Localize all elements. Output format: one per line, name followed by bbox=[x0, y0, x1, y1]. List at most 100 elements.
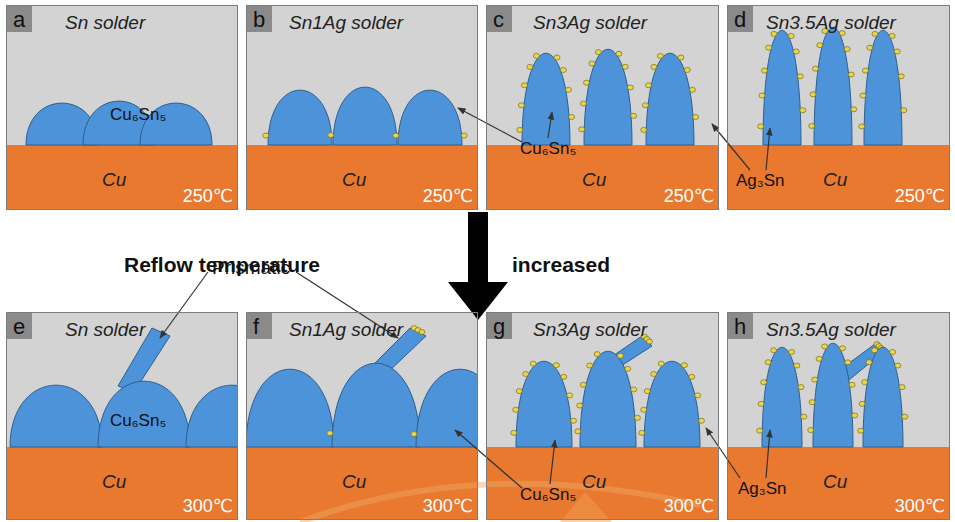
letter-tab bbox=[486, 312, 512, 339]
ag3sn-particle bbox=[644, 389, 650, 394]
ag3sn-particle bbox=[625, 366, 631, 371]
cu-substrate bbox=[246, 145, 478, 210]
substrate-label: Cu bbox=[102, 472, 126, 493]
cu6sn5-grain bbox=[398, 90, 462, 145]
letter-tab bbox=[246, 312, 272, 339]
panel-letter: a bbox=[13, 8, 25, 32]
ag3sn-particle bbox=[808, 428, 814, 433]
ag3sn-particle bbox=[594, 352, 600, 357]
ag3sn-particle bbox=[554, 55, 560, 60]
temperature-label: 250℃ bbox=[183, 187, 233, 207]
ag3sn-particle bbox=[771, 348, 777, 353]
ag3sn-particle bbox=[766, 45, 772, 50]
panel-letter: b bbox=[253, 8, 265, 32]
ag3sn-particle bbox=[419, 330, 425, 335]
ag3sn-particle bbox=[797, 74, 803, 79]
ag3sn-particle bbox=[895, 363, 901, 368]
leader-line bbox=[160, 272, 208, 338]
ag3sn-particle bbox=[516, 389, 522, 394]
ag3sn-particle bbox=[852, 413, 858, 418]
ag3sn-particle bbox=[761, 380, 767, 385]
process-arrow bbox=[448, 212, 508, 320]
ag3sn-particle bbox=[641, 127, 647, 132]
solder-ground bbox=[246, 5, 478, 210]
panel-title: Sn solder bbox=[65, 320, 145, 341]
solder-ground bbox=[6, 5, 238, 210]
ag3sn-particle bbox=[889, 33, 895, 38]
ag3sn-particle bbox=[521, 83, 527, 88]
ag3sn-particle bbox=[580, 382, 586, 387]
ag3sn-particle bbox=[577, 403, 583, 408]
panel-title: Sn3Ag solder bbox=[533, 320, 647, 341]
cu6sn5-grain bbox=[522, 53, 570, 145]
phase-label: Ag₃Sn bbox=[736, 172, 785, 191]
substrate-label: Cu bbox=[823, 170, 847, 191]
ag3sn-particle bbox=[651, 64, 657, 69]
letter-tab bbox=[727, 312, 753, 339]
ag3sn-particle bbox=[793, 49, 799, 54]
ag3sn-particle bbox=[579, 127, 585, 132]
ag3sn-particle bbox=[809, 123, 815, 128]
ag3sn-particle bbox=[533, 53, 539, 58]
cu6sn5-grain bbox=[333, 87, 397, 145]
leader-line bbox=[766, 430, 770, 478]
panel: fSn1Ag solderCu300℃ bbox=[246, 312, 478, 520]
ag3sn-particle bbox=[565, 87, 571, 92]
ag3sn-particle bbox=[527, 64, 533, 69]
ag3sn-particle bbox=[894, 49, 900, 54]
ag3sn-particle bbox=[862, 380, 868, 385]
ag3sn-particle bbox=[627, 85, 633, 90]
solder-ground bbox=[727, 312, 950, 520]
ag3sn-particle bbox=[567, 393, 573, 398]
ag3sn-particle bbox=[840, 346, 846, 351]
leader-line bbox=[458, 108, 522, 142]
ag3sn-particle bbox=[809, 400, 815, 405]
solder-ground bbox=[486, 5, 719, 210]
cu6sn5-grain bbox=[763, 30, 801, 145]
panel-letter: d bbox=[734, 8, 746, 32]
ag3sn-particle bbox=[845, 360, 851, 365]
ag3sn-particle bbox=[327, 431, 333, 436]
panel-letter: f bbox=[253, 315, 259, 339]
solder-ground bbox=[727, 5, 950, 210]
ag3sn-particle bbox=[862, 68, 868, 73]
ag3sn-particle bbox=[867, 45, 873, 50]
ag3sn-particle bbox=[639, 430, 645, 435]
panel: cSn3Ag solderCu250℃ bbox=[486, 5, 719, 210]
temperature-label: 250℃ bbox=[423, 187, 473, 207]
ag3sn-particle bbox=[898, 74, 904, 79]
substrate-label: Cu bbox=[342, 170, 366, 191]
panel-art bbox=[727, 312, 950, 520]
cu6sn5-grain bbox=[186, 385, 238, 447]
letter-tab bbox=[727, 5, 753, 32]
substrate-label: Cu bbox=[102, 170, 126, 191]
ag3sn-particle bbox=[684, 67, 690, 72]
panel-title: Sn3.5Ag solder bbox=[766, 320, 896, 341]
phase-label: Cu₆Sn₅ bbox=[520, 486, 576, 505]
ag3sn-particle bbox=[263, 133, 269, 138]
cu6sn5-grain bbox=[864, 30, 902, 145]
ag3sn-particle bbox=[693, 114, 699, 119]
phase-label: Cu₆Sn₅ bbox=[520, 140, 576, 159]
ag3sn-particle bbox=[622, 64, 628, 69]
phase-label: Prismatic bbox=[212, 258, 290, 279]
cu6sn5-grain bbox=[516, 361, 572, 447]
ag3sn-particle bbox=[858, 428, 864, 433]
ag3sn-particle bbox=[758, 124, 764, 129]
ag3sn-particle bbox=[575, 429, 581, 434]
ag3sn-particle bbox=[788, 33, 794, 38]
ag3sn-particle bbox=[595, 50, 601, 55]
ag3sn-particle bbox=[583, 80, 589, 85]
ag3sn-particle bbox=[801, 414, 807, 419]
ag3sn-particle bbox=[658, 361, 664, 366]
leader-line bbox=[548, 112, 552, 138]
cu6sn5-grain bbox=[416, 369, 478, 447]
panel-title: Sn1Ag solder bbox=[289, 320, 403, 341]
ag3sn-particle bbox=[461, 133, 467, 138]
panel-title: Sn1Ag solder bbox=[289, 13, 403, 34]
ag3sn-particle bbox=[657, 53, 663, 58]
letter-tab bbox=[6, 5, 32, 32]
temperature-label: 250℃ bbox=[664, 187, 714, 207]
process-caption: increased bbox=[512, 253, 610, 276]
panel-letter: h bbox=[734, 315, 746, 339]
